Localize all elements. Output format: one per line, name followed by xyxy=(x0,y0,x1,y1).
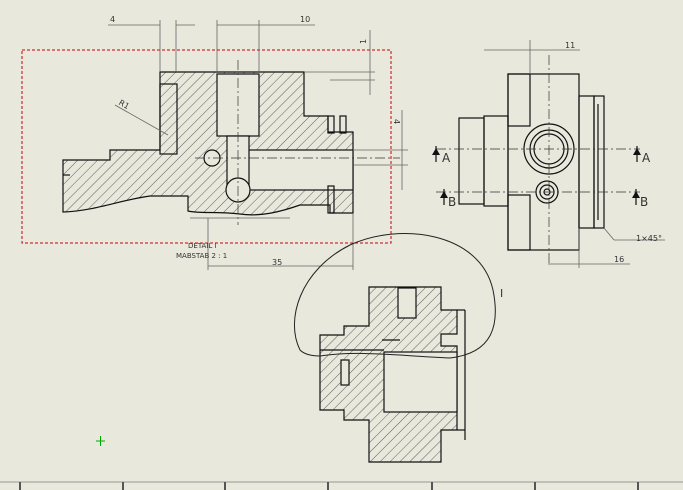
detail-section-body xyxy=(62,71,354,216)
detail-groove-3 xyxy=(327,185,335,214)
detail-view[interactable]: 4 10 1 4 R1 35 DETAIL I MABSTAB 2 : 1 xyxy=(21,15,408,270)
svg-text:16: 16 xyxy=(614,255,624,264)
svg-text:B: B xyxy=(640,195,648,209)
section-view-slot xyxy=(340,359,350,386)
svg-text:A: A xyxy=(642,151,651,165)
end-view[interactable]: A A B B 11 16 1×45° xyxy=(432,40,665,268)
section-marks: A A B B xyxy=(432,146,651,209)
svg-text:1×45°: 1×45° xyxy=(636,234,662,243)
svg-text:4: 4 xyxy=(392,119,401,124)
svg-text:35: 35 xyxy=(272,258,282,267)
section-view-bore xyxy=(383,351,458,413)
svg-text:10: 10 xyxy=(300,15,310,24)
sheet-ruler xyxy=(0,481,683,490)
svg-text:1: 1 xyxy=(359,39,368,44)
detail-title: DETAIL I xyxy=(188,242,217,250)
detail-stub xyxy=(159,83,178,155)
section-view[interactable]: I xyxy=(293,233,503,463)
detail-bore xyxy=(245,149,354,191)
detail-scale: MABSTAB 2 : 1 xyxy=(176,252,227,260)
section-view-port xyxy=(397,287,417,319)
detail-callout-circle[interactable] xyxy=(293,233,496,359)
svg-text:A: A xyxy=(442,151,451,165)
cursor-crosshair xyxy=(96,436,105,446)
svg-text:B: B xyxy=(448,195,456,209)
detail-groove-1 xyxy=(327,115,335,134)
svg-text:R1: R1 xyxy=(117,98,131,111)
detail-groove-2 xyxy=(339,115,347,134)
end-view-dimensions: 11 16 1×45° xyxy=(484,40,665,268)
svg-text:4: 4 xyxy=(110,15,115,24)
detail-frame xyxy=(21,49,392,244)
detail-callout-label: I xyxy=(500,287,503,300)
end-view-body xyxy=(507,73,580,251)
detail-dimensions: 4 10 1 4 R1 35 xyxy=(108,15,408,270)
svg-text:11: 11 xyxy=(565,41,575,50)
